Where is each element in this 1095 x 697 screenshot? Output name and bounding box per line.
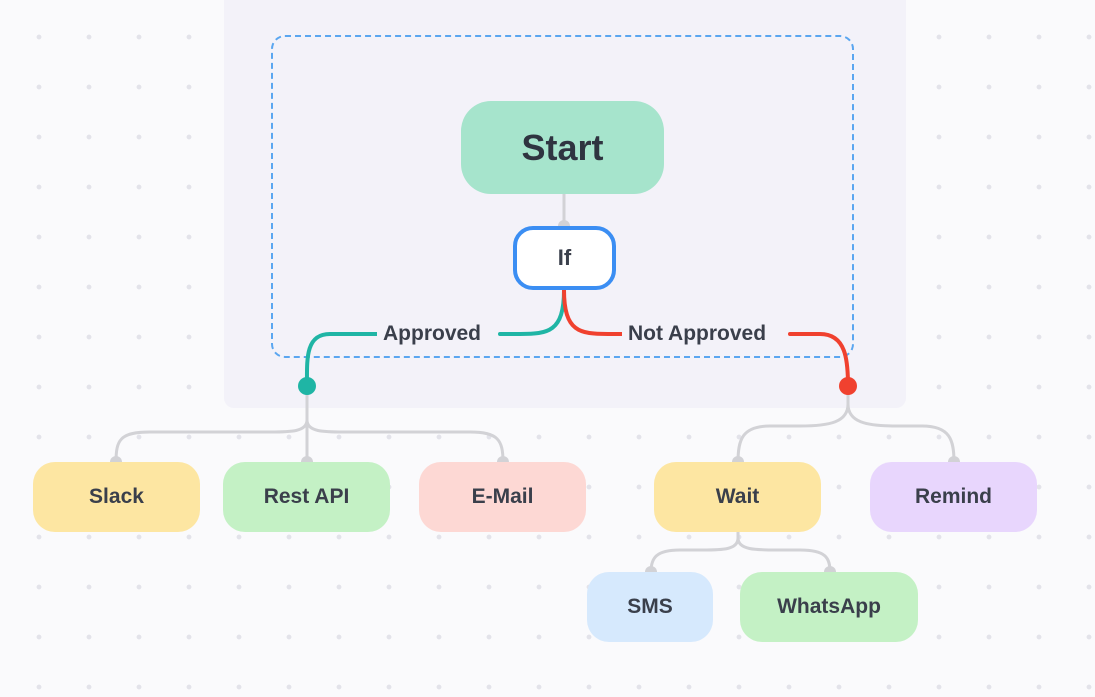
edge-approved-slack: [114, 386, 309, 463]
port-approved: [298, 377, 316, 395]
node-rest-api[interactable]: Rest API: [223, 462, 390, 532]
node-sms-label: SMS: [627, 595, 673, 618]
node-wait[interactable]: Wait: [654, 462, 821, 532]
node-whatsapp-label: WhatsApp: [777, 595, 881, 618]
node-email-label: E-Mail: [471, 485, 534, 508]
selection-box[interactable]: [271, 35, 854, 358]
edge-label-not-approved: Not Approved: [622, 320, 773, 348]
node-if[interactable]: If: [513, 226, 616, 290]
node-rest-api-label: Rest API: [263, 485, 350, 508]
edge-approved-email: [305, 419, 505, 463]
node-slack[interactable]: Slack: [33, 462, 200, 532]
edge-label-approved: Approved: [377, 320, 488, 348]
edge-notapproved-wait: [736, 386, 850, 463]
node-remind[interactable]: Remind: [870, 462, 1037, 532]
edge-notapproved-remind: [846, 403, 956, 463]
node-start[interactable]: Start: [461, 101, 664, 194]
node-start-label: Start: [521, 126, 604, 168]
node-whatsapp[interactable]: WhatsApp: [740, 572, 918, 642]
node-email[interactable]: E-Mail: [419, 462, 586, 532]
edge-wait-sms: [649, 532, 740, 573]
node-remind-label: Remind: [914, 485, 992, 508]
edge-wait-whatsapp: [736, 537, 832, 573]
port-not-approved: [839, 377, 857, 395]
node-wait-label: Wait: [715, 485, 760, 508]
node-slack-label: Slack: [89, 485, 144, 508]
node-sms[interactable]: SMS: [587, 572, 713, 642]
node-if-label: If: [557, 245, 572, 270]
